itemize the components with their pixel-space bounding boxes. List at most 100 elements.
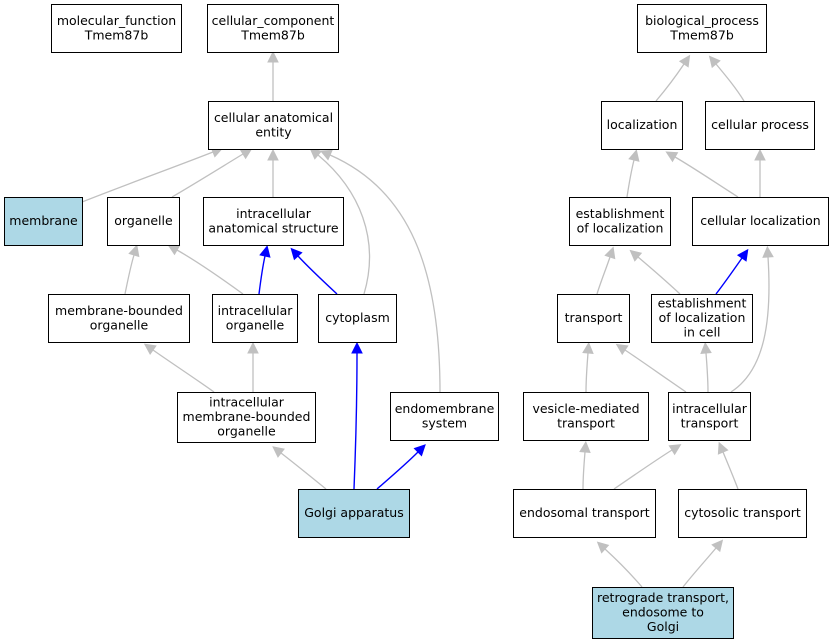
node-box (705, 101, 815, 150)
arrowhead-establishment_of_localization_in_cell-to-establishment_of_localization (629, 249, 643, 262)
node-label-line: establishment (576, 206, 665, 221)
node-cytosolic-transport[interactable]: cytosolic transport (678, 489, 807, 538)
node-label-line: cellular anatomical (214, 110, 333, 125)
node-label-line: retrograde transport, (597, 590, 729, 605)
edge-establishment_of_localization_in_cell-to-cellular_localization (715, 257, 743, 295)
arrowhead-organelle-to-cellular_anatomical_entity (239, 148, 253, 160)
node-membrane[interactable]: membrane (4, 197, 83, 246)
node-label-line: cytoplasm (325, 310, 390, 325)
node-organelle[interactable]: organelle (107, 197, 180, 246)
edge-cellular_localization-to-localization (674, 156, 739, 198)
node-box (637, 4, 767, 53)
node-label-line: membrane-bounded (55, 303, 183, 318)
node-box (557, 294, 630, 343)
arrowhead-intracellular_transport-to-establishment_of_localization_in_cell (700, 341, 712, 354)
node-label-line: molecular_function (57, 13, 176, 28)
edge-intracellular_transport-to-cellular_localization (730, 256, 770, 393)
edge-golgi_apparatus-to-endomembrane_system (376, 451, 419, 490)
node-box (523, 392, 649, 441)
arrowhead-cellular_localization-to-localization (665, 151, 679, 163)
node-box (298, 489, 410, 538)
node-label-line: intracellular (236, 206, 312, 221)
node-box (601, 101, 683, 150)
edge-membrane_bounded_organelle-to-organelle (124, 254, 135, 295)
arrowhead-golgi_apparatus-to-endomembrane_system (413, 444, 426, 457)
node-label-line: organelle (90, 317, 149, 332)
node-box (592, 587, 734, 639)
node-label-line: Tmem87b (240, 27, 305, 42)
node-label-line: organelle (114, 213, 173, 228)
edge-retrograde_transport-to-endosomal_transport (604, 548, 643, 588)
edge-endosomal_transport-to-intracellular_transport (613, 449, 673, 490)
edge-vesicle_mediated_transport-to-transport (585, 352, 589, 393)
node-label-line: anatomical structure (208, 220, 338, 235)
arrowhead-golgi_apparatus-to-cytoplasm (351, 341, 363, 354)
edges-layer (81, 62, 770, 588)
edge-organelle-to-cellular_anatomical_entity (171, 153, 244, 198)
edge-golgi_apparatus-to-cytoplasm (353, 352, 358, 490)
arrowhead-endomembrane_system-to-cellular_anatomical_entity (319, 149, 333, 161)
node-box (48, 294, 190, 343)
edge-membrane-to-cellular_anatomical_entity (81, 151, 214, 203)
node-label-line: membrane-bounded (183, 409, 311, 424)
node-label-line: cellular localization (700, 213, 820, 228)
node-cellular-process[interactable]: cellular process (705, 101, 815, 150)
node-box (569, 197, 671, 246)
node-golgi-apparatus[interactable]: Golgi apparatus (298, 489, 410, 538)
edge-transport-to-establishment_of_localization (596, 256, 611, 295)
node-box (651, 294, 753, 343)
edge-endomembrane_system-to-cellular_anatomical_entity (329, 154, 441, 393)
node-box (107, 197, 180, 246)
node-label-line: intracellular (209, 395, 285, 410)
arrowhead-localization-to-biological_process (678, 54, 691, 68)
node-endosomal-transport[interactable]: endosomal transport (513, 489, 656, 538)
arrowhead-intracellular_membrane_bounded_organelle-to-intracellular_organelle (247, 341, 259, 354)
arrowhead-cytosolic_transport-to-intracellular_transport (717, 441, 729, 455)
node-label-line: endosome to (622, 605, 704, 620)
node-box (668, 392, 751, 441)
arrowhead-golgi_apparatus-to-intracellular_membrane_bounded_organelle (272, 446, 285, 458)
edge-establishment_of_localization-to-localization (626, 159, 635, 198)
node-cytoplasm[interactable]: cytoplasm (318, 294, 397, 343)
edge-intracellular_transport-to-establishment_of_localization_in_cell (705, 352, 709, 393)
edge-cytosolic_transport-to-intracellular_transport (722, 451, 739, 490)
node-box (203, 197, 344, 246)
node-label-line: endomembrane (395, 401, 495, 416)
arrowhead-retrograde_transport-to-cytosolic_transport (711, 539, 724, 553)
node-label-line: Golgi (647, 619, 679, 634)
arrowhead-intracellular_transport-to-transport (615, 343, 629, 356)
node-label-line: transport (681, 415, 739, 430)
arrowhead-cytoplasm-to-intracellular_anatomical_structure (290, 247, 303, 261)
node-label-line: intracellular (218, 303, 294, 318)
node-cellular-localization[interactable]: cellular localization (692, 197, 829, 246)
edge-cytoplasm-to-intracellular_anatomical_structure (297, 255, 338, 295)
arrowhead-transport-to-establishment_of_localization (604, 246, 616, 260)
edge-golgi_apparatus-to-intracellular_membrane_bounded_organelle (280, 452, 327, 490)
arrowhead-retrograde_transport-to-endosomal_transport (596, 541, 610, 554)
arrowhead-vesicle_mediated_transport-to-transport (582, 341, 594, 354)
node-label-line: of localization (659, 310, 746, 325)
node-label-line: membrane (9, 213, 78, 228)
edge-intracellular_membrane_bounded_organelle-to-membrane_bounded_organelle (152, 349, 215, 393)
node-box (678, 489, 807, 538)
node-localization[interactable]: localization (601, 101, 683, 150)
edge-intracellular_organelle-to-intracellular_anatomical_structure (258, 255, 266, 295)
node-label-line: endosomal transport (519, 505, 649, 520)
node-transport[interactable]: transport (557, 294, 630, 343)
node-box (208, 101, 339, 150)
